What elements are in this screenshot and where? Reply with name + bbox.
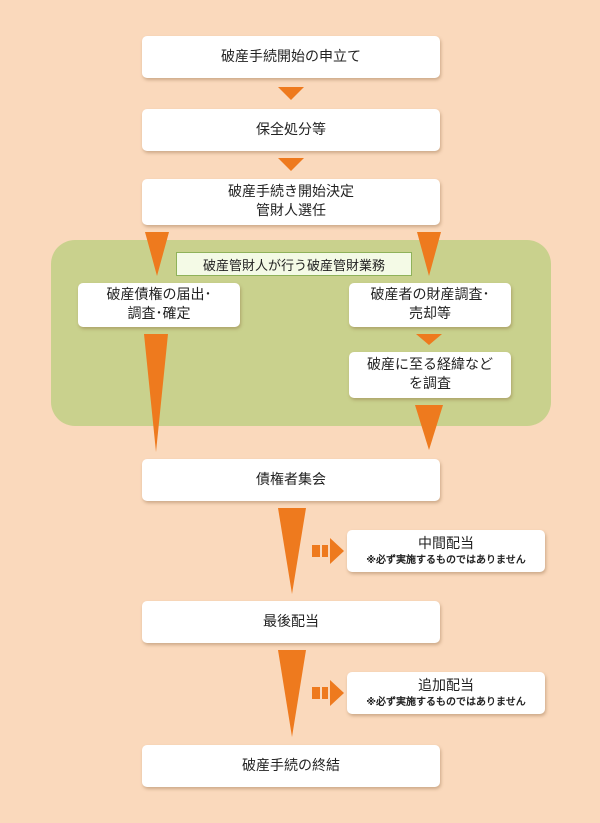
- step-creditors-meeting: 債権者集会: [142, 459, 440, 501]
- step-creditors-meeting-text: 債権者集会: [256, 471, 326, 488]
- step-preservation: 保全処分等: [142, 109, 440, 151]
- arrow-meeting-to-final: [278, 508, 306, 594]
- step-termination-text: 破産手続の終結: [242, 757, 340, 774]
- step-decision-line2: 管財人選任: [256, 203, 326, 219]
- note-additional-title: 追加配当: [418, 678, 474, 694]
- note-interim-text: ※必ず実施するものではありません: [366, 555, 526, 566]
- step-petition-text: 破産手続開始の申立て: [221, 48, 361, 65]
- step-termination: 破産手続の終結: [142, 745, 440, 787]
- arrow-to-additional-dividend: [312, 680, 344, 706]
- step-decision-line1: 破産手続き開始決定: [228, 184, 354, 200]
- note-interim-dividend: 中間配当 ※必ず実施するものではありません: [347, 530, 545, 572]
- step-preservation-text: 保全処分等: [256, 121, 326, 138]
- arrow-history-to-meeting: [415, 405, 443, 450]
- note-additional-text: ※必ず実施するものではありません: [366, 697, 526, 708]
- note-additional-dividend: 追加配当 ※必ず実施するものではありません: [347, 672, 545, 714]
- step-claims: 破産債権の届出･ 調査･確定: [78, 283, 240, 327]
- step-assets: 破産者の財産調査･ 売却等: [349, 283, 511, 327]
- step-final-dividend: 最後配当: [142, 601, 440, 643]
- arrow-claims-to-meeting: [144, 334, 168, 452]
- step-claims-line2: 調査･確定: [127, 306, 191, 322]
- step-claims-line1: 破産債権の届出･: [106, 287, 212, 303]
- step-final-dividend-text: 最後配当: [263, 613, 319, 630]
- trustee-work-label: 破産管財人が行う破産管財業務: [176, 252, 412, 276]
- step-petition: 破産手続開始の申立て: [142, 36, 440, 78]
- arrow-petition-to-preservation: [278, 87, 304, 100]
- arrow-assets-to-history: [416, 334, 442, 345]
- arrow-final-to-termination: [278, 650, 306, 737]
- step-history-line1: 破産に至る経緯など: [367, 357, 493, 373]
- step-decision: 破産手続き開始決定 管財人選任: [142, 179, 440, 225]
- arrow-preservation-to-decision: [278, 158, 304, 171]
- arrow-to-interim-dividend: [312, 538, 344, 564]
- step-history: 破産に至る経緯など を調査: [349, 352, 511, 398]
- arrow-decision-to-assets: [417, 232, 441, 276]
- step-assets-line1: 破産者の財産調査･: [370, 287, 490, 303]
- note-interim-title: 中間配当: [418, 536, 474, 552]
- arrow-decision-to-claims: [145, 232, 169, 276]
- step-assets-line2: 売却等: [409, 306, 451, 322]
- step-history-line2: を調査: [409, 376, 451, 392]
